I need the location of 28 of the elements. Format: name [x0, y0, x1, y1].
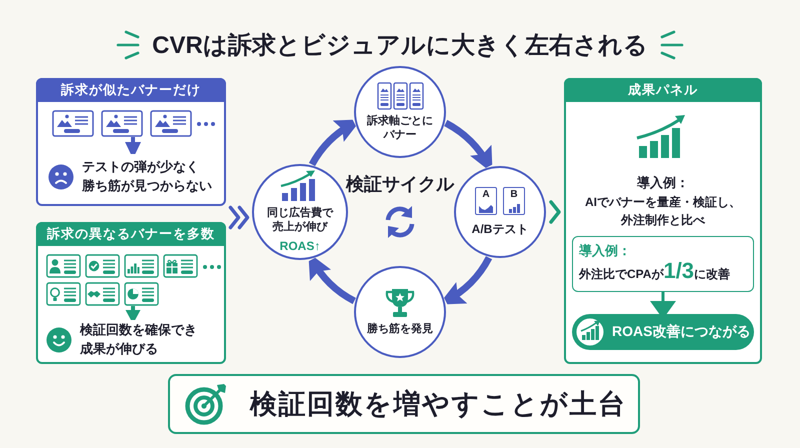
chevron-arrow [549, 200, 561, 224]
pill-text: ROAS改善につながる [612, 323, 750, 341]
cycle-label: 検証サイクル [346, 173, 454, 196]
outcome-text: テストの弾が少なく勝ち筋が見つからない [82, 158, 213, 195]
step-label: A/Bテスト [472, 222, 528, 238]
double-chevron-arrow [228, 206, 250, 230]
takeaway-box [168, 374, 640, 434]
case-label: 導入例： [579, 243, 631, 260]
step-label: 訴求軸ごとにバナー [366, 114, 434, 142]
step-label: 勝ち筋を発見 [367, 322, 433, 337]
result-box [572, 236, 754, 292]
variant-letter: B [510, 190, 518, 200]
page-title: CVRは訴求とビジュアルに大きく左右される [152, 31, 648, 61]
panel [36, 222, 226, 364]
description-text: AIでバナーを量産・検証し、外注制作と比べ [584, 194, 742, 229]
panel [36, 78, 226, 206]
panel-heading: 成果パネル [564, 78, 762, 102]
takeaway-text: 検証回数を増やすことが土台 [250, 388, 626, 421]
metric-label: ROAS↑ [280, 238, 320, 254]
panel-heading: 訴求が似たバナーだけ [36, 78, 226, 102]
result-text: 外注比でCPAが1/3に改善 [579, 260, 730, 285]
result-pill [572, 314, 754, 350]
variant-letter: A [482, 190, 490, 200]
panel [564, 78, 762, 364]
panel-heading: 訴求の異なるバナーを多数 [36, 222, 226, 246]
step-label: 同じ広告費で売上が伸び [266, 206, 334, 234]
case-label: 導入例： [637, 174, 689, 192]
outcome-text: 検証回数を確保でき成果が伸びる [80, 321, 198, 358]
